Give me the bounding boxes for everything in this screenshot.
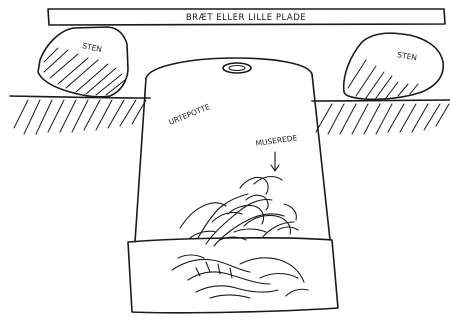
stone-left — [38, 27, 128, 97]
stone-left-label: STEN — [82, 41, 103, 54]
nest-label: MUSEREDE — [255, 133, 298, 148]
drainage-hole — [223, 63, 251, 73]
pot-label: URTEPOTTE — [167, 102, 211, 127]
board-label: BRÆT ELLER LILLE PLADE — [186, 13, 306, 23]
mouse-nest — [172, 177, 308, 298]
flower-pot — [128, 58, 338, 313]
stone-right-label: STEN — [397, 50, 418, 62]
stone-right — [344, 33, 444, 99]
nest-arrow — [271, 152, 279, 171]
ground — [10, 96, 450, 134]
